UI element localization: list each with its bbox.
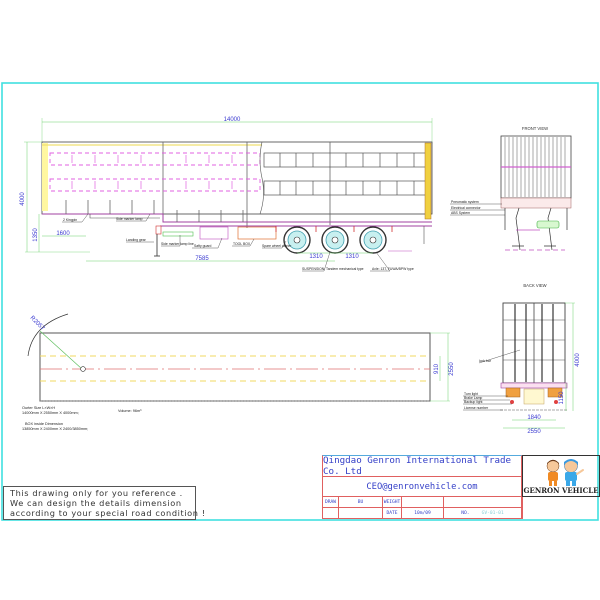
- annotation-landing-gear: Landing gear: [126, 238, 147, 242]
- annotation-marker-lamp-line: Side marker lamp line: [161, 242, 194, 246]
- annotation-axle: Axle: 13T, FUWA/BPW type: [372, 267, 414, 271]
- annotation-turn-light: Turn light: [464, 392, 478, 396]
- date-value: 10m/09: [402, 508, 444, 519]
- annotation-side-marker-lamp: Side marker lamp: [116, 217, 143, 221]
- annotation-spare-wheel: Spare wheel carrier: [262, 244, 292, 248]
- draw-blank: [322, 508, 339, 519]
- draw-value: BU: [339, 497, 383, 508]
- front-view: FRONT VIEW Pneumatic system Electr: [450, 126, 572, 251]
- annotation-electrical: Electrical connector: [451, 206, 481, 210]
- annotation-license-number: License number: [464, 406, 489, 410]
- annotation-tool-box: TOOL BOX: [233, 242, 251, 246]
- dim-axle-position: 7585: [195, 256, 209, 262]
- outer-size-label: Ourter Size L×W×H: [22, 406, 56, 410]
- box-inside-value: 13850mm X 2400mm X 2400/3850mm;: [22, 427, 89, 431]
- volume: Volume: 96m³: [118, 409, 142, 413]
- back-view: BACK VIEW 4000 1150 1840 2550: [463, 283, 581, 435]
- annotation-lock-bar: lock bar: [479, 359, 492, 363]
- wheel-group: [283, 226, 387, 254]
- dim-deck-height: 1350: [33, 228, 39, 242]
- mascot-icon: [546, 459, 584, 486]
- annotation-kingpin: 2 Kingpin: [63, 218, 77, 222]
- logo-text: GENRON VEHICLE: [523, 486, 599, 495]
- dim-overall-length: 14000: [224, 117, 241, 123]
- number-value: GV-01-01: [481, 510, 504, 516]
- number-label: NO.: [461, 510, 470, 516]
- draw-blank-2: [339, 508, 383, 519]
- logo-blank: [522, 497, 600, 519]
- draw-label: DRAW: [322, 497, 339, 508]
- annotation-backup-light: Backup light: [464, 400, 483, 404]
- weight-value: [402, 497, 444, 508]
- drawing-frame: [1, 82, 599, 521]
- title-block: Qingdao Genron International Trade Co. L…: [322, 455, 600, 519]
- front-view-title: FRONT VIEW: [522, 126, 548, 131]
- annotation-pneumatic: Pneumatic system: [451, 200, 479, 204]
- outer-size-value: 14000mm X 2550mm X 4000mm;: [22, 411, 79, 415]
- annotation-abs: ABS System: [451, 211, 470, 215]
- box-inside-label: BOX inside Dimension: [25, 422, 63, 426]
- weight-label: WEIGHT: [383, 497, 402, 508]
- weight-extra: [444, 497, 522, 508]
- disclaimer-box: This drawing only for you reference . We…: [3, 486, 206, 520]
- dim-light-spacing: 1840: [527, 415, 541, 421]
- dim-axle-spacing-1: 1310: [309, 254, 323, 260]
- annotation-safety-guard: Safty guard: [194, 244, 211, 248]
- dim-kingpin-offset: 1600: [56, 231, 70, 237]
- disclaimer-line: This drawing only for you reference .: [10, 488, 183, 498]
- dim-back-lower: 1150: [559, 391, 565, 405]
- dim-top-width: 2550: [449, 362, 455, 376]
- annotation-brake-lamp: Brake Lamp: [464, 396, 482, 400]
- date-label: DATE: [383, 508, 402, 519]
- back-view-title: BACK VIEW: [523, 283, 546, 288]
- disclaimer-line: according to your special road condition…: [10, 507, 206, 518]
- dim-back-height: 4000: [575, 353, 581, 367]
- dim-back-width: 2550: [527, 429, 541, 435]
- company-email: CEO@genronvehicle.com: [322, 477, 522, 497]
- disclaimer-line: We can design the details dimension: [10, 497, 182, 508]
- company-logo: GENRON VEHICLE: [522, 455, 600, 497]
- dim-axle-spacing-2: 1310: [345, 254, 359, 260]
- number-cell: NO. GV-01-01: [444, 508, 522, 519]
- dim-height: 4000: [20, 192, 26, 206]
- dim-kingpin-width: 910: [434, 363, 440, 374]
- side-view: 14000 4000 1350 1600: [20, 117, 433, 272]
- top-view: R2057 910 2550: [27, 313, 455, 402]
- dim-turning-radius: R2057: [29, 315, 46, 332]
- company-name: Qingdao Genron International Trade Co. L…: [322, 455, 522, 477]
- annotation-suspension: SUSPENSION: Tandem mechanical type: [302, 267, 364, 271]
